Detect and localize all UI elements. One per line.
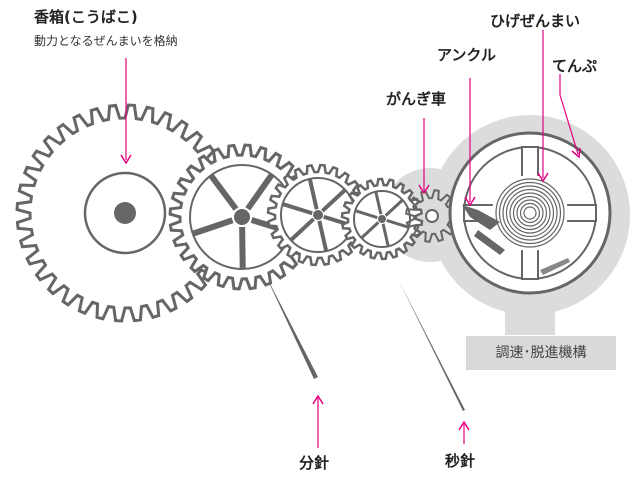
barrel-gear [15,103,235,323]
escape-wheel-label: がんぎ車 [386,90,447,108]
second-hand-shape [398,279,465,411]
hands [263,270,465,411]
fourth-wheel [340,177,424,261]
balance-wheel [448,131,612,295]
escape-wheel [404,188,460,244]
barrel-description-label: 動力となるぜんまいを格納 [34,34,178,48]
balance-wheel-label: てんぷ [552,57,598,75]
second-hand-label: 秒針 [445,452,476,470]
center-wheel [168,143,316,291]
pointers [120,30,581,448]
regulator-label: 調速･脱進機構 [466,336,616,370]
barrel-title-label: 香箱(こうばこ) [34,8,138,26]
minute-hand-label: 分針 [299,454,330,472]
hairspring-label: ひげぜんまい [490,12,581,30]
third-wheel [266,163,370,267]
pallet-fork-shape [462,205,500,230]
pallet-fork-label: アンクル [437,46,496,64]
minute-hand-shape [263,270,318,379]
